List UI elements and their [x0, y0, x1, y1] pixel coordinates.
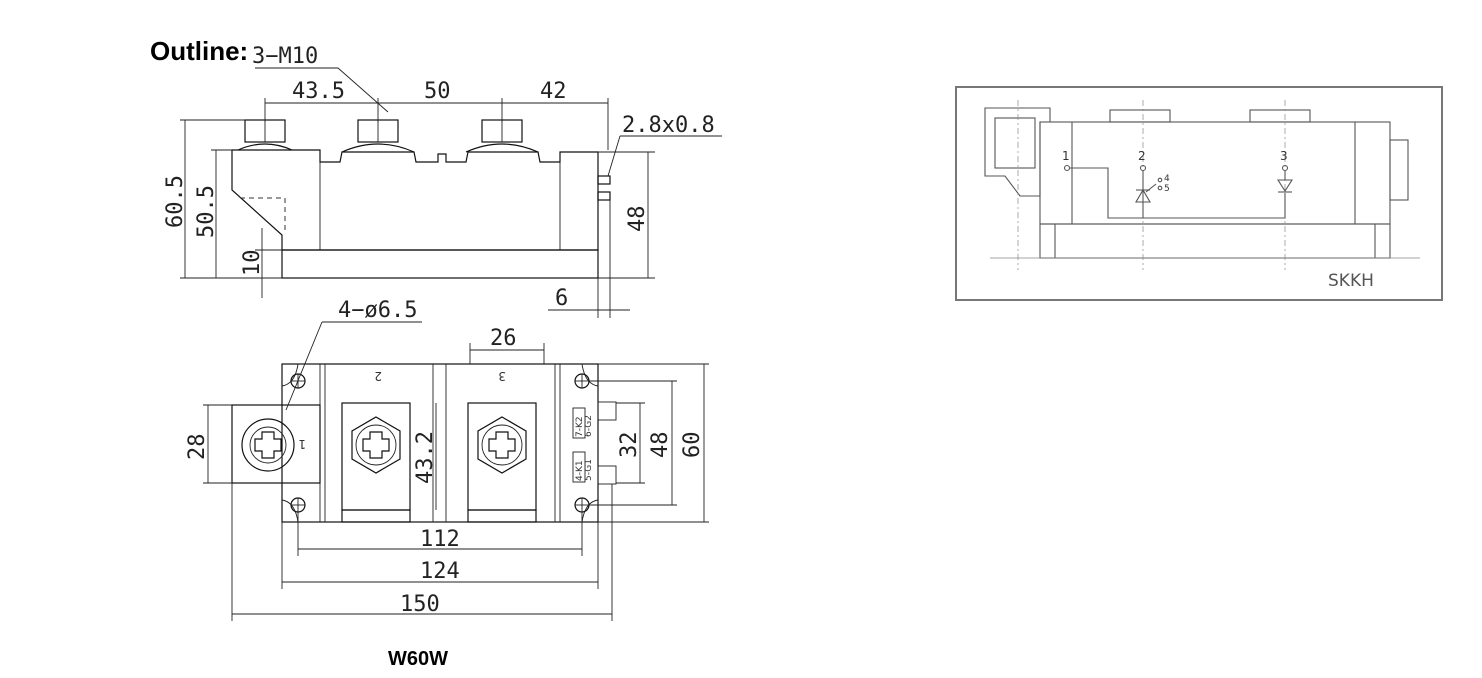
terminal-tab-1 — [231, 404, 321, 484]
model-caption: W60W — [388, 648, 448, 670]
schematic-pin-1: 1 — [1062, 149, 1070, 163]
dim-112: 112 — [420, 527, 460, 552]
base-plate — [281, 249, 599, 279]
side-body — [231, 149, 599, 251]
dim-50-5: 50.5 — [194, 185, 219, 238]
schematic-pin-3: 3 — [1280, 149, 1288, 163]
mounting-hole-br — [574, 497, 590, 513]
terminal-label-3: 3 — [498, 369, 506, 383]
screw-head-3 — [477, 416, 527, 474]
schematic-pin-4: 4 — [1164, 174, 1170, 184]
dim-10: 10 — [240, 250, 265, 277]
screw-head-2 — [351, 416, 401, 474]
schematic-pin-2: 2 — [1138, 149, 1146, 163]
pin-k2-label: 7-K2 — [575, 416, 585, 437]
top-view: 4−ø6.5 26 28 43.2 32 48 60 112 124 150 1… — [185, 298, 709, 621]
schematic-pin-5: 5 — [1164, 184, 1170, 194]
dim-32: 32 — [617, 432, 642, 459]
mounting-hole-bl — [290, 497, 306, 513]
pin-size-label: 2.8x0.8 — [622, 113, 715, 138]
terminal-label-1: 1 — [298, 437, 306, 451]
dim-28: 28 — [185, 434, 210, 461]
dim-60-5: 60.5 — [163, 175, 188, 228]
dim-124: 124 — [420, 559, 460, 584]
outline-heading: Outline: — [150, 36, 249, 66]
terminal-label-2: 2 — [374, 369, 382, 383]
dim-50-top: 50 — [424, 79, 451, 104]
dim-48-side: 48 — [625, 206, 650, 233]
dim-43-2: 43.2 — [413, 431, 438, 484]
screw-head-1 — [241, 418, 295, 472]
dim-6: 6 — [555, 286, 568, 311]
pin-k1-label: 4-K1 — [575, 460, 585, 481]
screw-2 — [341, 119, 415, 153]
schematic-panel: 1 2 3 4 5 SKKH — [955, 86, 1443, 301]
pin-g1-label: 5-G1 — [584, 459, 594, 481]
dim-60: 60 — [680, 432, 705, 459]
schematic-model-label: SKKH — [1328, 271, 1374, 291]
side-view: 3−M10 43.5 50 42 2.8x0.8 60.5 50.5 10 48… — [163, 44, 722, 318]
pin-g2-label: 6-G2 — [584, 415, 594, 437]
dim-26: 26 — [490, 326, 517, 351]
dim-150: 150 — [400, 592, 440, 617]
dim-42: 42 — [540, 79, 567, 104]
mounting-hole-tr — [574, 373, 590, 389]
hole-label: 4−ø6.5 — [338, 298, 417, 323]
thread-label: 3−M10 — [252, 44, 318, 69]
top-body — [281, 363, 599, 523]
dim-48-top: 48 — [648, 432, 673, 459]
dim-43-5: 43.5 — [292, 79, 345, 104]
screw-3 — [465, 119, 539, 153]
screw-1 — [237, 119, 293, 151]
